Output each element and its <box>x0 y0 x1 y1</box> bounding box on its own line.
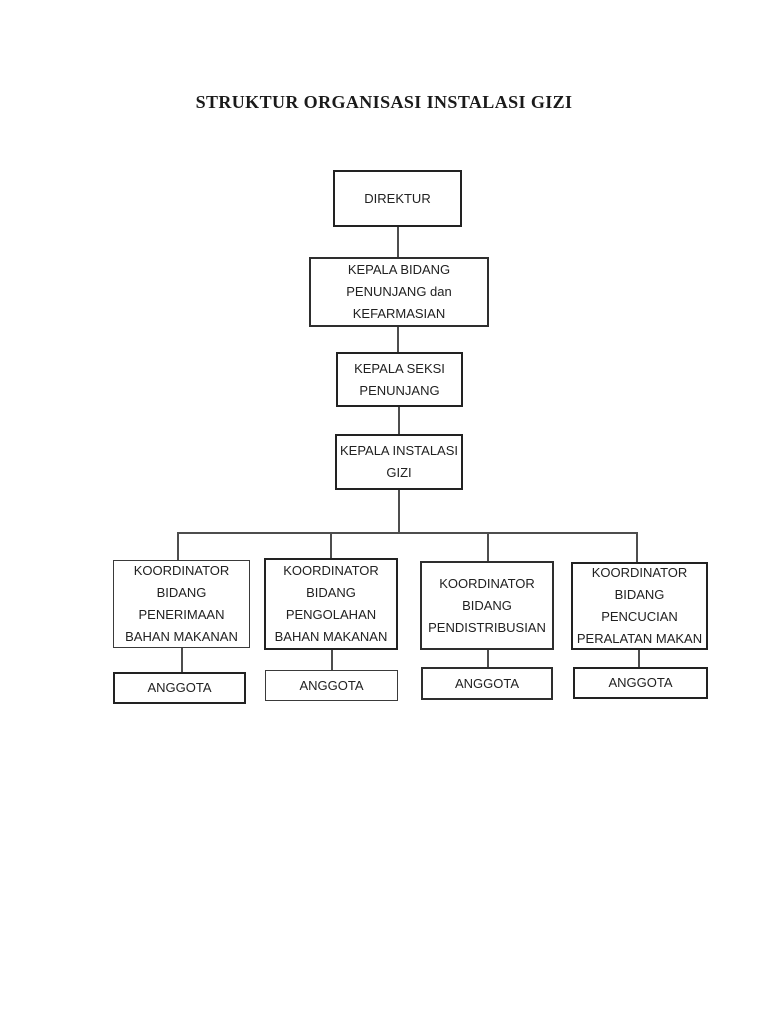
org-node-anggota-label: ANGGOTA <box>147 680 212 695</box>
connector-pengolahan-anggota <box>331 650 333 670</box>
org-node-anggota-label: ANGGOTA <box>299 677 364 693</box>
org-node-direktur-label: DIREKTUR <box>364 190 431 206</box>
connector-penerimaan-anggota <box>181 648 183 672</box>
org-node-kepala-seksi-label: KEPALA SEKSI PENUNJANG <box>354 360 445 398</box>
org-node-kepala-bidang-label: KEPALA BIDANG PENUNJANG dan KEFARMASIAN <box>346 262 452 321</box>
org-node-koordinator-pengolahan-label: KOORDINATOR BIDANG PENGOLAHAN BAHAN MAKA… <box>274 563 388 644</box>
connector-drop-pendistribusian <box>487 532 489 561</box>
org-node-koordinator-pencucian-label: KOORDINATOR BIDANG PENCUCIAN PERALATAN M… <box>576 565 703 646</box>
connector-drop-pengolahan <box>330 532 332 558</box>
page-title: STRUKTUR ORGANISASI INSTALASI GIZI <box>195 92 573 112</box>
org-node-kepala-seksi: KEPALA SEKSI PENUNJANG <box>336 352 463 407</box>
org-node-anggota-pengolahan: ANGGOTA <box>265 670 398 701</box>
org-node-koordinator-penerimaan: KOORDINATOR BIDANG PENERIMAAN BAHAN MAKA… <box>113 560 250 648</box>
org-node-anggota-label: ANGGOTA <box>454 675 520 691</box>
connector-kepala-seksi-kepala-instalasi <box>398 407 400 434</box>
org-node-kepala-bidang: KEPALA BIDANG PENUNJANG dan KEFARMASIAN <box>309 257 489 327</box>
org-node-koordinator-pendistribusian-label: KOORDINATOR BIDANG PENDISTRIBUSIAN <box>428 575 546 635</box>
connector-drop-penerimaan <box>177 532 179 560</box>
org-node-anggota-pencucian: ANGGOTA <box>573 667 708 699</box>
connector-pencucian-anggota <box>638 650 640 667</box>
org-node-direktur: DIREKTUR <box>333 170 462 227</box>
org-node-anggota-penerimaan: ANGGOTA <box>113 672 246 704</box>
connector-drop-pencucian <box>636 532 638 562</box>
org-node-koordinator-pengolahan: KOORDINATOR BIDANG PENGOLAHAN BAHAN MAKA… <box>264 558 398 650</box>
connector-kepala-instalasi-trunk <box>398 490 400 532</box>
org-node-kepala-instalasi: KEPALA INSTALASI GIZI <box>335 434 463 490</box>
connector-direktur-kepala-bidang <box>397 227 399 257</box>
org-node-anggota-pendistribusian: ANGGOTA <box>421 667 553 700</box>
connector-kepala-bidang-kepala-seksi <box>397 327 399 352</box>
org-node-kepala-instalasi-label: KEPALA INSTALASI GIZI <box>339 443 458 480</box>
org-node-koordinator-penerimaan-label: KOORDINATOR BIDANG PENERIMAAN BAHAN MAKA… <box>125 563 238 644</box>
connector-pendistribusian-anggota <box>487 650 489 667</box>
connector-branch-horizontal <box>177 532 638 534</box>
org-node-koordinator-pendistribusian: KOORDINATOR BIDANG PENDISTRIBUSIAN <box>420 561 554 650</box>
org-node-koordinator-pencucian: KOORDINATOR BIDANG PENCUCIAN PERALATAN M… <box>571 562 708 650</box>
org-node-anggota-label: ANGGOTA <box>608 675 673 690</box>
